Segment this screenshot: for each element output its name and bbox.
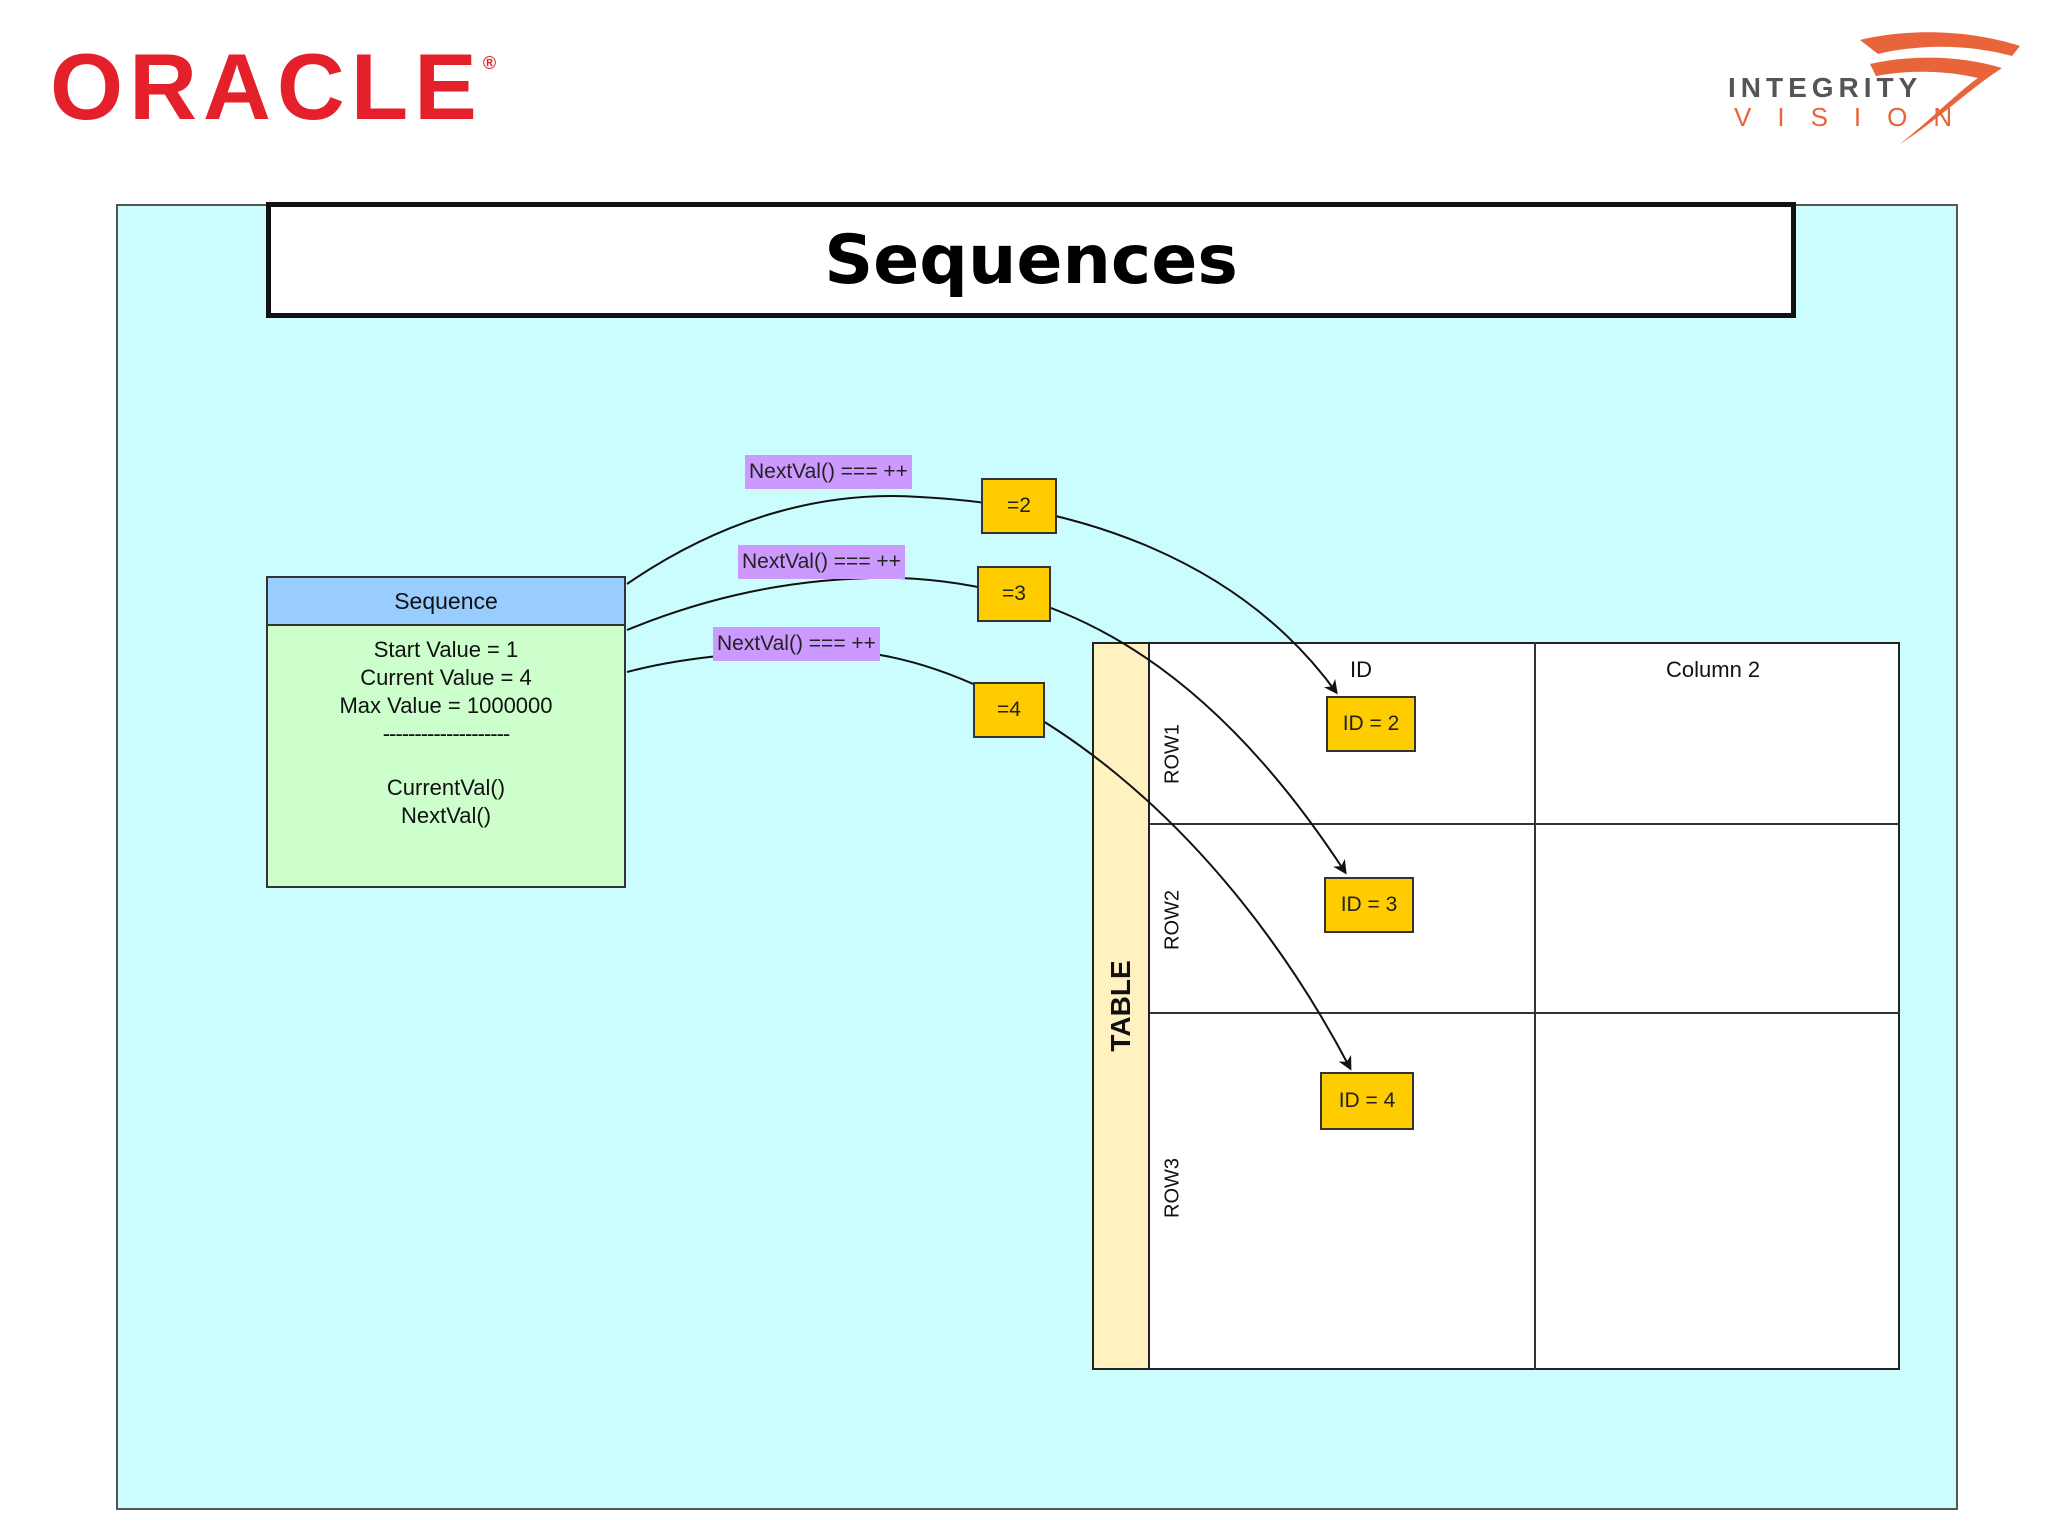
- page-title: Sequences: [824, 220, 1238, 300]
- vision-logo-text: VISION: [1734, 102, 1979, 132]
- connector-arrow-3: [626, 650, 1352, 1071]
- connector-arrow-1: [626, 495, 1338, 695]
- column-divider: [1534, 642, 1536, 1370]
- integrity-logo-text: INTEGRITY: [1728, 72, 1923, 103]
- id-cell-value-2: ID = 3: [1324, 877, 1414, 933]
- returned-value-box-1: =2: [981, 478, 1057, 534]
- sequence-max-value: Max Value = 1000000: [339, 693, 553, 718]
- sequence-method-currentval: CurrentVal(): [386, 775, 506, 800]
- column-header-column-2: Column 2: [1666, 657, 1761, 682]
- table-frame: [1092, 642, 1900, 1370]
- row-divider-2: [1150, 1012, 1900, 1014]
- id-cell-value-3: ID = 4: [1320, 1072, 1414, 1130]
- sequence-body: Start Value = 1 Current Value = 4 Max Va…: [266, 624, 626, 888]
- nextval-label-3: NextVal() === ++: [713, 627, 880, 661]
- column-header-id: ID: [1350, 657, 1372, 682]
- oracle-logo-text: ORACLE: [50, 34, 483, 139]
- oracle-logo: ORACLE®: [50, 40, 496, 134]
- registered-mark: ®: [482, 53, 497, 73]
- title-box: Sequences: [266, 202, 1796, 318]
- sequence-current-value: Current Value = 4: [360, 665, 532, 690]
- sequence-separator: --------------------: [382, 721, 511, 746]
- sequence-start-value: Start Value = 1: [373, 637, 519, 662]
- nextval-label-2: NextVal() === ++: [738, 545, 905, 579]
- returned-value-box-2: =3: [977, 566, 1051, 622]
- row-divider-1: [1150, 823, 1900, 825]
- connector-arrow-2: [626, 576, 1347, 875]
- nextval-label-1: NextVal() === ++: [745, 455, 912, 489]
- integrity-vision-swoosh-icon: [1860, 32, 2020, 145]
- returned-value-box-3: =4: [973, 682, 1045, 738]
- id-cell-value-1: ID = 2: [1326, 696, 1416, 752]
- sequence-method-nextval: NextVal(): [400, 803, 492, 828]
